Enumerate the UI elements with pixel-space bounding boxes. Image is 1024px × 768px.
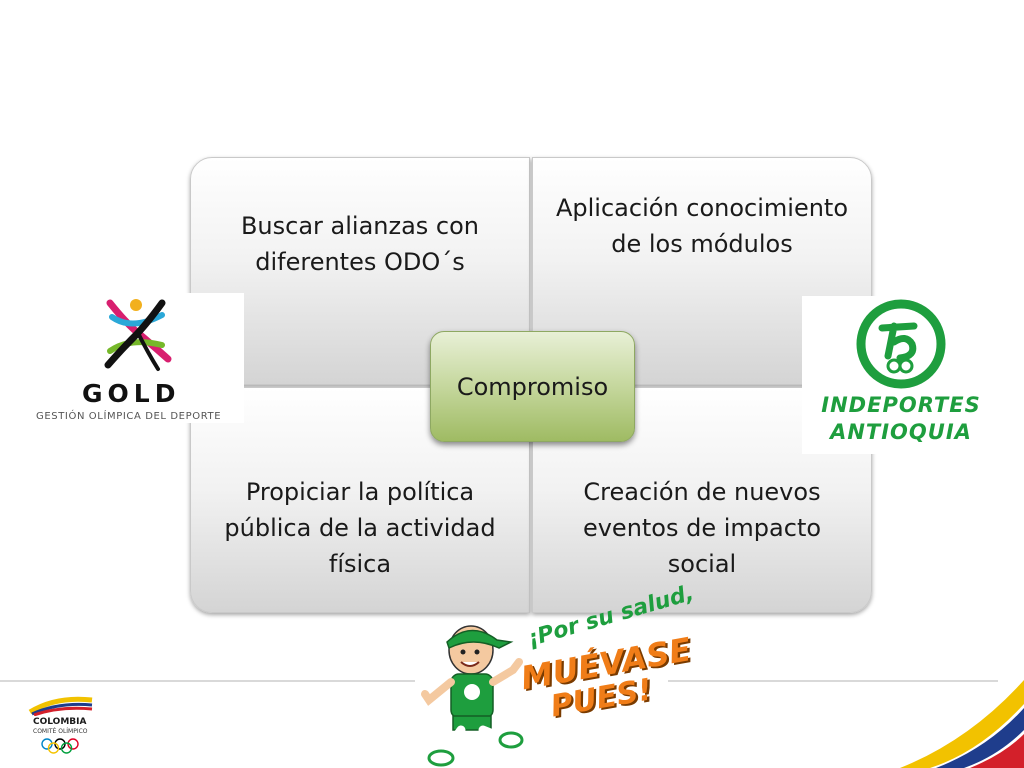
quadrant-bottom-right-text: Creación de nuevos eventos de impacto so… <box>582 478 822 578</box>
olympic-rings-icon <box>41 738 79 754</box>
quadrant-bottom-right: Creación de nuevos eventos de impacto so… <box>532 387 872 613</box>
colombia-subtitle: COMITÉ OLÍMPICO <box>33 728 88 735</box>
center-box-text: Compromiso <box>456 372 609 401</box>
gold-subtitle: GESTIÓN OLÍMPICA DEL DEPORTE <box>36 411 222 422</box>
quadrant-bottom-left-text: Propiciar la política pública de la acti… <box>224 478 496 578</box>
indeportes-emblem-icon <box>856 299 946 389</box>
runner-mascot-icon <box>421 625 524 767</box>
quadrant-top-left-text: Buscar alianzas con diferentes ODO´s <box>240 212 480 276</box>
footer-divider-left <box>0 680 415 682</box>
indeportes-logo: INDEPORTES ANTIOQUIA <box>802 296 1000 454</box>
indeportes-line2: ANTIOQUIA <box>830 420 972 444</box>
gold-logo: GOLD GESTIÓN OLÍMPICA DEL DEPORTE <box>22 293 244 423</box>
indeportes-line1: INDEPORTES <box>821 393 981 417</box>
quadrant-top-left: Buscar alianzas con diferentes ODO´s <box>190 157 530 385</box>
footer-divider-right <box>668 680 998 682</box>
colombia-title: COLOMBIA <box>33 717 87 727</box>
flag-stripes-decoration <box>900 680 1024 768</box>
quadrant-top-right-text: Aplicación conocimiento de los módulos <box>555 194 849 258</box>
gold-emblem-icon <box>104 299 172 371</box>
campaign-graphic <box>415 620 670 768</box>
colombia-flag-icon <box>28 696 93 716</box>
gold-title: GOLD <box>82 379 181 408</box>
center-box: Compromiso <box>430 331 635 442</box>
